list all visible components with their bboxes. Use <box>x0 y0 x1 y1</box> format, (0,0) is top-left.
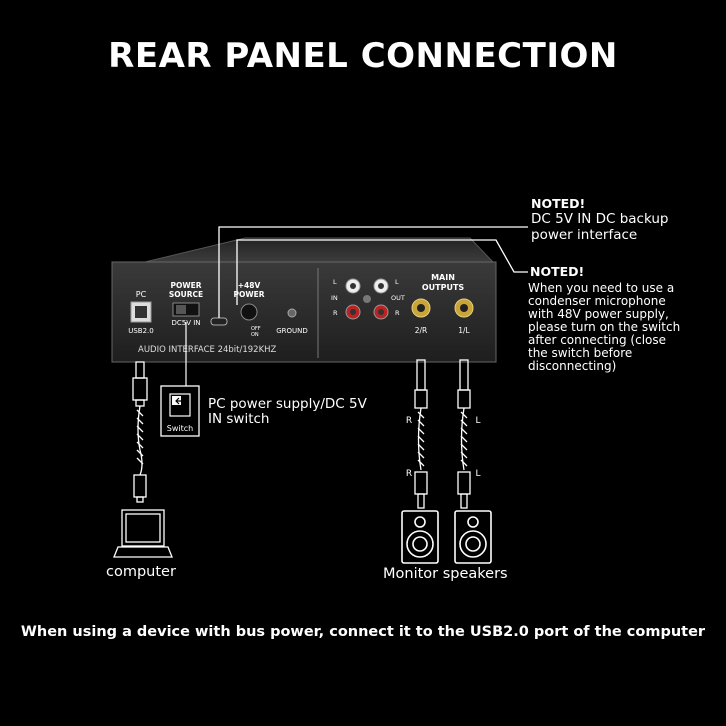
panel-label-48v-power: POWER <box>233 290 264 299</box>
speaker-left-icon <box>454 510 492 564</box>
panel-label-48v: +48V <box>238 281 261 290</box>
panel-label-off: OFF <box>251 326 261 332</box>
speaker-cable-right <box>414 359 428 509</box>
panel-label-on: ON <box>251 332 259 338</box>
cable-label-r-top: R <box>406 416 412 426</box>
page-title: REAR PANEL CONNECTION <box>108 36 618 76</box>
switch-icon: Switch <box>160 385 200 437</box>
rca-screw <box>363 295 371 303</box>
note1-leader-line <box>218 226 528 318</box>
speakers-caption: Monitor speakers <box>383 566 508 582</box>
laptop-icon <box>113 509 173 558</box>
switch-caption-line1: PC power supply/DC 5V <box>208 396 367 412</box>
note2-line: after connecting (close <box>528 333 666 347</box>
panel-label-ground: GROUND <box>276 327 308 335</box>
note1-line1: DC 5V IN DC backup <box>531 211 669 227</box>
usb-cable <box>132 361 148 503</box>
ground-screw <box>287 308 297 318</box>
note2-line: with 48V power supply, <box>528 307 669 321</box>
switch-caption: PC power supply/DC 5V IN switch <box>208 397 367 427</box>
footer-note: When using a device with bus power, conn… <box>20 624 706 640</box>
panel-label-pc: PC <box>136 290 147 299</box>
panel-label-2r: 2/R <box>415 326 428 335</box>
panel-label-out-r: R <box>395 309 400 317</box>
cable-label-r-bottom: R <box>406 469 412 479</box>
panel-label-out-l: L <box>395 278 399 286</box>
panel-label-in-l: L <box>333 278 337 286</box>
switch-icon-label: Switch <box>167 424 193 433</box>
note2-line: disconnecting) <box>528 359 617 373</box>
note1-heading: NOTED! <box>531 196 586 211</box>
note2-line: condenser microphone <box>528 294 666 308</box>
note2-line: the switch before <box>528 346 633 360</box>
computer-caption: computer <box>106 564 176 580</box>
panel-label-in: IN <box>331 294 338 302</box>
note2-line: When you need to use a <box>528 281 675 295</box>
panel-label-power: POWER <box>170 281 201 290</box>
note2-body: When you need to use a condenser microph… <box>528 282 680 373</box>
panel-label-source: SOURCE <box>169 290 203 299</box>
dc5v-port <box>210 317 228 326</box>
switch-caption-line2: IN switch <box>208 411 270 427</box>
cable-label-l-bottom: L <box>475 469 480 479</box>
panel-label-out: OUT <box>391 294 405 302</box>
note2-line: please turn on the switch <box>528 320 681 334</box>
device-top <box>144 237 495 263</box>
panel-label-main: MAIN <box>431 273 455 282</box>
note2-leader-line <box>236 239 528 305</box>
note2-heading: NOTED! <box>530 264 585 279</box>
panel-label-audio-interface: AUDIO INTERFACE 24bit/192KHZ <box>138 345 277 355</box>
panel-label-outputs: OUTPUTS <box>422 283 465 292</box>
panel-label-1l: 1/L <box>458 326 470 335</box>
cable-label-l-top: L <box>475 416 480 426</box>
speaker-right-icon <box>401 510 439 564</box>
panel-label-usb: USB2.0 <box>128 327 154 335</box>
note1-line2: power interface <box>531 227 638 243</box>
p48v-button <box>240 303 258 321</box>
panel-label-in-r: R <box>333 309 338 317</box>
speaker-cable-left <box>457 359 471 509</box>
